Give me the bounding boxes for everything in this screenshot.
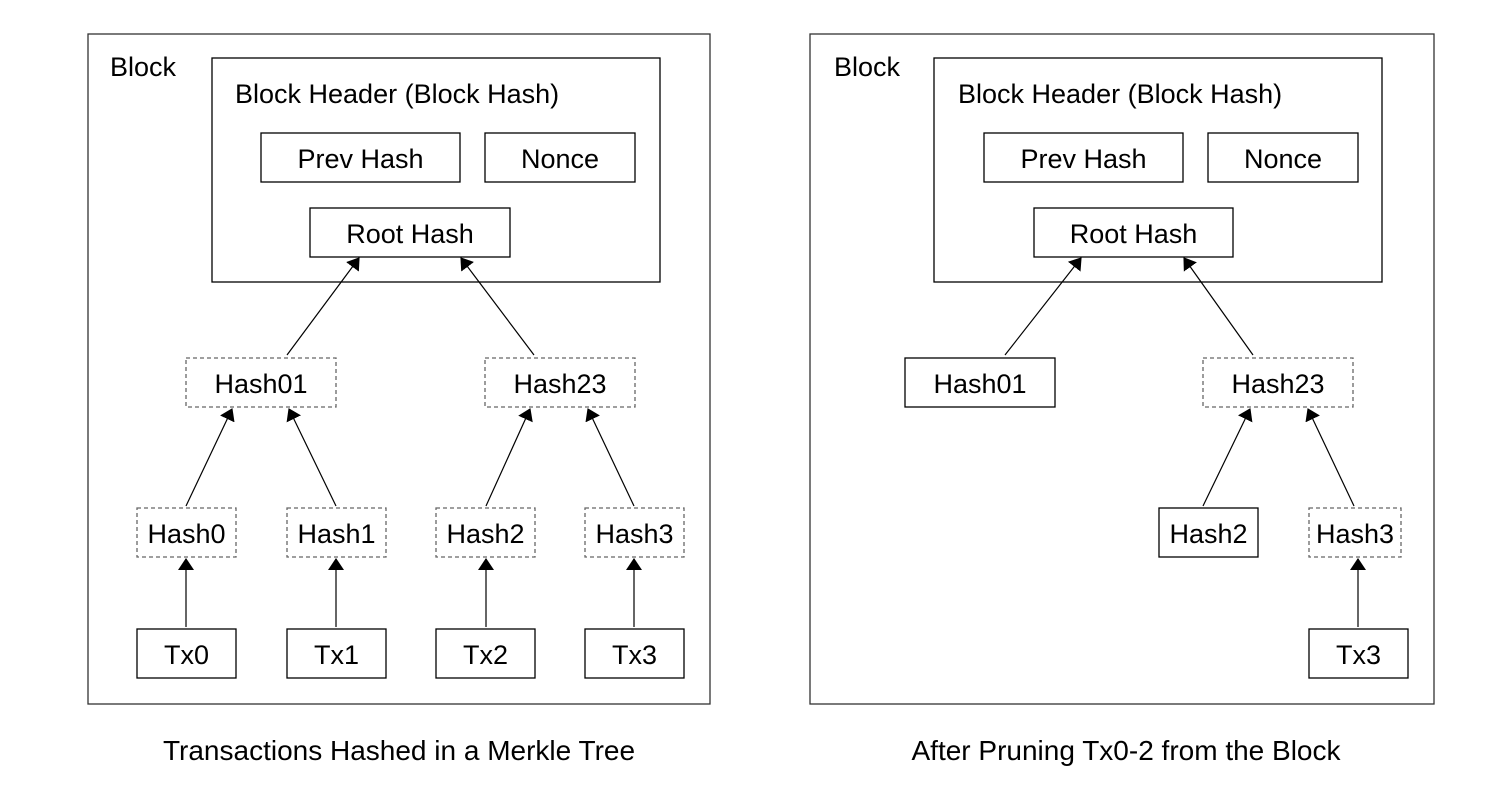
- left-hash23-box: [484, 357, 636, 408]
- left-tx1-box: [286, 628, 387, 679]
- right-hash3-label: Hash3: [1316, 519, 1394, 549]
- left-edge-hash0-to-hash01: [185, 408, 235, 507]
- left-hash1-label: Hash1: [297, 519, 375, 549]
- right-block-header-title: Block Header (Block Hash): [958, 79, 1282, 109]
- left-caption: Transactions Hashed in a Merkle Tree: [163, 735, 635, 766]
- right-tx3-label: Tx3: [1336, 640, 1381, 670]
- left-nonce-label: Nonce: [521, 144, 599, 174]
- right-hash01-label: Hash01: [933, 369, 1026, 399]
- left-edge-hash1-to-hash01: [286, 408, 337, 507]
- left-hash3-box: [584, 507, 685, 558]
- left-tx3-box: [584, 628, 685, 679]
- right-edge-hash01-to-root: [1004, 257, 1082, 356]
- left-tx2-label: Tx2: [463, 640, 508, 670]
- left-hash01-box: [185, 357, 337, 408]
- right-block-label: Block: [834, 52, 901, 82]
- left-panel: Block Block Header (Block Hash) Prev Has…: [87, 33, 711, 766]
- right-hash2-box: [1158, 507, 1259, 558]
- left-tx2-box: [435, 628, 536, 679]
- right-prev-hash-label: Prev Hash: [1020, 144, 1146, 174]
- right-nonce-label: Nonce: [1244, 144, 1322, 174]
- left-prev-hash-box: [260, 132, 461, 183]
- left-edge-hash01-to-root: [286, 257, 360, 356]
- left-hash23-label: Hash23: [513, 369, 606, 399]
- right-root-hash-box: [1033, 207, 1234, 258]
- left-hash3-label: Hash3: [595, 519, 673, 549]
- right-hash3-box: [1308, 507, 1402, 558]
- left-hash0-box: [136, 507, 237, 558]
- left-tx0-label: Tx0: [164, 640, 209, 670]
- right-caption: After Pruning Tx0-2 from the Block: [912, 735, 1342, 766]
- right-root-hash-label: Root Hash: [1070, 219, 1198, 249]
- left-edge-hash3-to-hash23: [585, 408, 635, 507]
- left-nonce-box: [484, 132, 636, 183]
- right-panel: Block Block Header (Block Hash) Prev Has…: [809, 33, 1435, 766]
- right-prev-hash-box: [983, 132, 1184, 183]
- left-edge-hash2-to-hash23: [485, 408, 533, 507]
- left-tx3-label: Tx3: [612, 640, 657, 670]
- left-edge-hash23-to-root: [460, 257, 535, 356]
- left-tx0-box: [136, 628, 237, 679]
- right-nonce-box: [1207, 132, 1359, 183]
- right-tx3-box: [1308, 628, 1409, 679]
- right-hash2-label: Hash2: [1169, 519, 1247, 549]
- left-hash2-label: Hash2: [446, 519, 524, 549]
- left-hash2-box: [435, 507, 536, 558]
- left-root-hash-label: Root Hash: [346, 219, 474, 249]
- right-edge-hash2-to-hash23: [1202, 408, 1253, 507]
- right-hash01-box: [904, 357, 1056, 408]
- left-hash1-box: [286, 507, 387, 558]
- right-edge-hash23-to-root: [1183, 257, 1254, 356]
- left-block-label: Block: [110, 52, 177, 82]
- right-hash23-label: Hash23: [1231, 369, 1324, 399]
- right-edge-hash3-to-hash23: [1305, 408, 1355, 507]
- left-root-hash-box: [309, 207, 511, 258]
- right-hash23-box: [1202, 357, 1354, 408]
- left-prev-hash-label: Prev Hash: [297, 144, 423, 174]
- left-tx1-label: Tx1: [314, 640, 359, 670]
- left-hash0-label: Hash0: [147, 519, 225, 549]
- left-hash01-label: Hash01: [214, 369, 307, 399]
- left-block-header-title: Block Header (Block Hash): [235, 79, 559, 109]
